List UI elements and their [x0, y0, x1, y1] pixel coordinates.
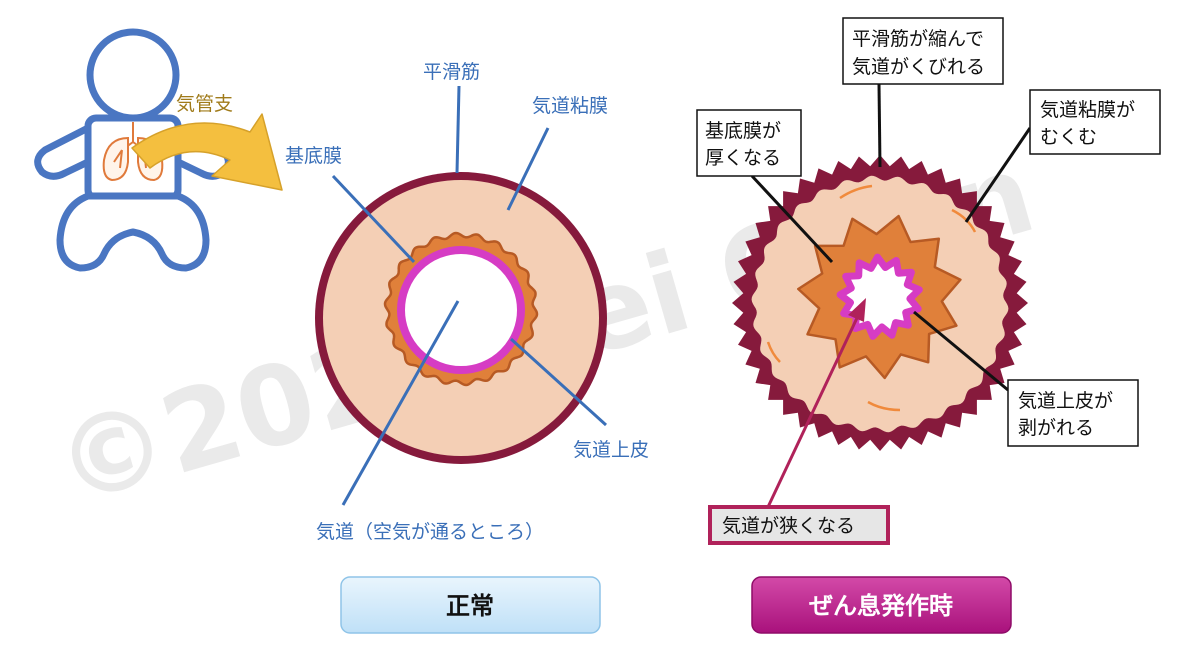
- callout-basement: 基底膜が 厚くなる: [696, 109, 802, 177]
- callout-smooth-muscle-line2: 気道がくびれる: [852, 56, 985, 78]
- label-mucosa: 気道粘膜: [532, 95, 608, 117]
- narrow-pointer-arrowhead: [848, 298, 866, 322]
- callout-epithelium-line2: 剥がれる: [1018, 417, 1094, 439]
- leader-epithelium: [509, 337, 608, 427]
- baby-illustration: 気管支: [34, 28, 283, 272]
- callout-mucosa-line1: 気道粘膜が: [1040, 99, 1135, 121]
- label-epithelium: 気道上皮: [573, 439, 649, 461]
- edema-arcs: [766, 184, 977, 412]
- normal-leader-lines: [331, 85, 608, 506]
- leader-airway: [341, 300, 460, 506]
- callout-basement-line2: 厚くなる: [705, 147, 781, 169]
- asthma-panel-box: [751, 576, 1012, 634]
- callout-smooth-muscle-line1: 平滑筋が縮んで: [852, 28, 984, 50]
- bronchi-arrow: [131, 113, 283, 191]
- leader-asthma-basement: [750, 174, 834, 264]
- bronchi-label: 気管支: [176, 93, 233, 115]
- callout-narrow-text: 気道が狭くなる: [722, 515, 855, 537]
- leader-asthma-mucosa: [964, 127, 1032, 223]
- narrow-pointer-line: [766, 317, 859, 508]
- callout-smooth-muscle: 平滑筋が縮んで 気道がくびれる: [842, 17, 1004, 85]
- asthma-panel-title: ぜん息発作時: [809, 592, 953, 620]
- label-smooth-muscle: 平滑筋: [423, 61, 480, 83]
- asthma-airway-cross-section: [732, 155, 1028, 451]
- leader-basement: [331, 174, 416, 264]
- baby-head: [86, 28, 180, 122]
- callout-narrow: 気道が狭くなる: [708, 505, 890, 545]
- callout-basement-line1: 基底膜が: [705, 120, 781, 142]
- callout-mucosa: 気道粘膜が むくむ: [1029, 89, 1161, 155]
- leader-smooth-muscle: [455, 85, 461, 174]
- normal-epithelium: [397, 246, 525, 374]
- baby-legs: [56, 192, 210, 272]
- label-airway: 気道（空気が通るところ）: [316, 521, 544, 543]
- normal-airway-cross-section: [315, 172, 607, 464]
- callout-mucosa-line2: むくむ: [1040, 126, 1097, 148]
- baby-left-arm: [34, 124, 96, 180]
- normal-panel: 正常: [340, 576, 601, 634]
- label-basement-membrane: 基底膜: [285, 145, 342, 167]
- leader-asthma-smooth-muscle: [877, 83, 882, 168]
- normal-panel-title: 正常: [446, 592, 494, 620]
- leader-mucosa: [506, 127, 550, 211]
- callout-epithelium-line1: 気道上皮が: [1018, 390, 1113, 412]
- leader-asthma-epithelium: [913, 310, 1009, 392]
- callout-epithelium: 気道上皮が 剥がれる: [1007, 379, 1139, 447]
- asthma-panel: ぜん息発作時: [751, 576, 1012, 634]
- normal-panel-box: [340, 576, 601, 634]
- asthma-leader-lines: [750, 83, 1032, 392]
